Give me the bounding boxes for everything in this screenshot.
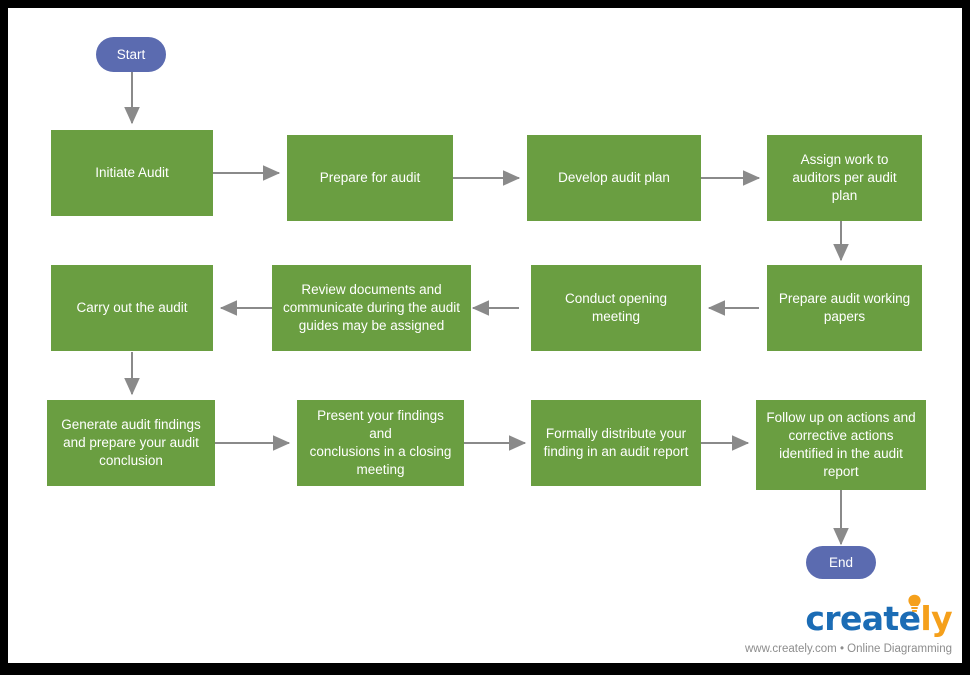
node-initiate-audit[interactable]: Initiate Audit xyxy=(51,130,213,216)
node-start[interactable]: Start xyxy=(96,37,166,72)
node-develop-audit-plan[interactable]: Develop audit plan xyxy=(527,135,701,221)
node-follow-up-on-actions[interactable]: Follow up on actions and corrective acti… xyxy=(756,400,926,490)
node-assign-work-to-auditors[interactable]: Assign work to auditors per audit plan xyxy=(767,135,922,221)
brand-tagline: www.creately.com • Online Diagramming xyxy=(744,643,952,655)
creately-branding: creat e ly www.creately.com • Online Dia… xyxy=(736,593,962,663)
node-formally-distribute-findings[interactable]: Formally distribute your finding in an a… xyxy=(531,400,701,486)
lightbulb-icon xyxy=(908,594,921,612)
diagram-canvas[interactable]: Start Initiate Audit Prepare for audit D… xyxy=(8,8,962,663)
node-conduct-opening-meeting[interactable]: Conduct opening meeting xyxy=(531,265,701,351)
node-review-documents[interactable]: Review documents and communicate during … xyxy=(272,265,471,351)
logo-text-e: e xyxy=(898,599,921,638)
node-carry-out-the-audit[interactable]: Carry out the audit xyxy=(51,265,213,351)
node-end[interactable]: End xyxy=(806,546,876,579)
node-prepare-audit-working-papers[interactable]: Prepare audit working papers xyxy=(767,265,922,351)
creately-logo: creat e ly xyxy=(805,597,952,635)
node-prepare-for-audit[interactable]: Prepare for audit xyxy=(287,135,453,221)
node-generate-audit-findings[interactable]: Generate audit findings and prepare your… xyxy=(47,400,215,486)
logo-text-creat: creat xyxy=(805,599,899,638)
node-present-findings-closing-meeting[interactable]: Present your findings and conclusions in… xyxy=(297,400,464,486)
logo-text-ly: ly xyxy=(920,599,952,638)
